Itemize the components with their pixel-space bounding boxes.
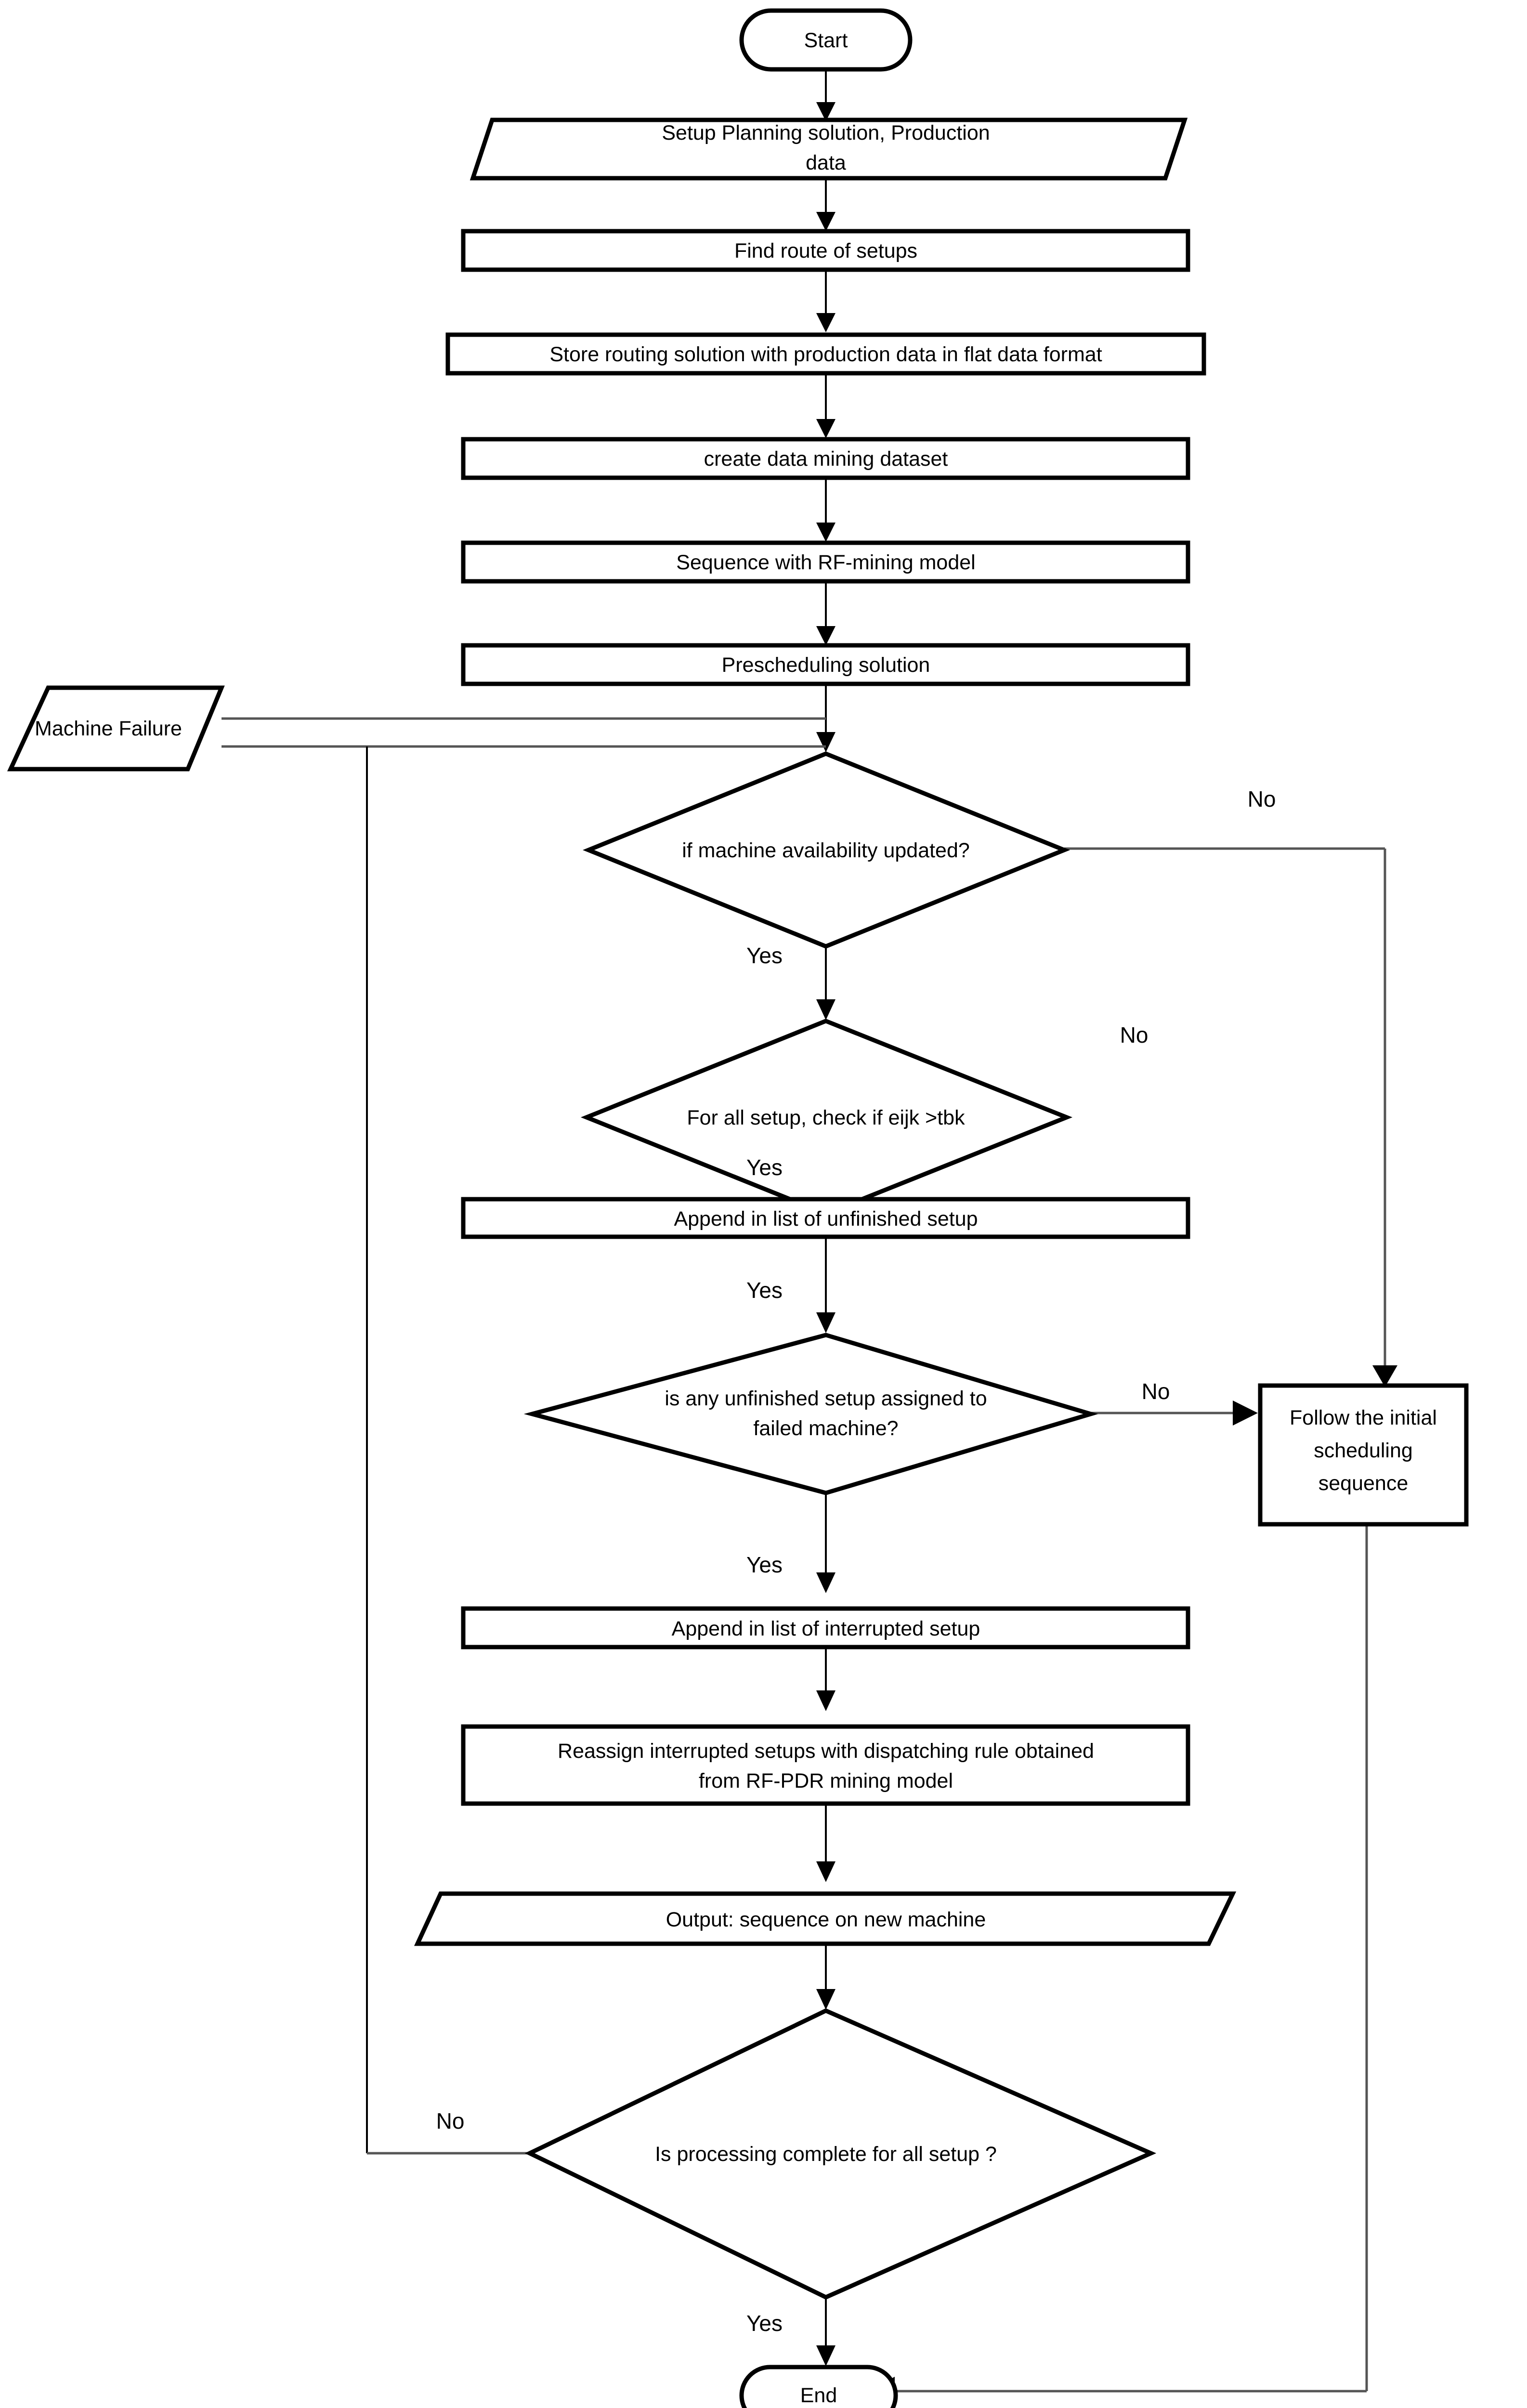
arrowhead-output-to-decision4	[816, 1989, 835, 2010]
node-append-interrupted[interactable]: Append in list of interrupted setup	[461, 1606, 1190, 1649]
follow-initial-label-line1: Follow the initial	[1290, 1406, 1437, 1429]
follow-initial-label-line3: sequence	[1318, 1472, 1409, 1495]
input-setup-data-label-line2: data	[806, 151, 846, 174]
node-create-dataset[interactable]: create data mining dataset	[461, 437, 1190, 480]
store-routing-label: Store routing solution with production d…	[549, 343, 1102, 366]
edge-label-failed-yes: Yes	[746, 1552, 783, 1577]
reassign-label-line1: Reassign interrupted setups with dispatc…	[558, 1740, 1094, 1763]
arrowhead-appendinterrupted-to-reassign	[816, 1690, 835, 1711]
sequence-rf-label: Sequence with RF-mining model	[676, 551, 975, 574]
node-decision-eijk[interactable]: For all setup, check if eijk >tbk	[580, 1019, 1073, 1216]
append-interrupted-shape	[461, 1606, 1190, 1649]
end-label: End	[800, 2384, 837, 2407]
node-sequence-rf[interactable]: Sequence with RF-mining model	[461, 540, 1190, 584]
node-follow-initial[interactable]: Follow the initial scheduling sequence	[1258, 1383, 1469, 1527]
end-terminator-shape	[739, 2365, 898, 2408]
edge-label-unfinished-yes: Yes	[746, 1278, 783, 1303]
arrowhead-start-to-input	[816, 102, 835, 121]
edge-label-eijk-yes: Yes	[746, 1155, 783, 1180]
arrowhead-createdataset-to-sequence	[816, 523, 835, 542]
node-machine-failure[interactable]: Machine Failure	[7, 685, 225, 772]
find-route-label: Find route of setups	[734, 239, 917, 262]
decision-complete-label: Is processing complete for all setup ?	[655, 2143, 997, 2166]
arrowhead-input-to-findroute	[816, 212, 835, 231]
arrowhead-reassign-to-output	[816, 1861, 835, 1882]
arrowhead-findroute-to-store	[816, 313, 835, 332]
arrowhead-sequence-to-prescheduling	[816, 626, 835, 645]
create-dataset-label: create data mining dataset	[704, 447, 948, 471]
append-unfinished-shape	[461, 1197, 1190, 1239]
arrowhead-decision4-yes-to-end	[816, 2345, 835, 2366]
node-decision-failed-machine[interactable]: is any unfinished setup assigned to fail…	[523, 1333, 1098, 1495]
node-input-setup-data[interactable]: Setup Planning solution, Production data	[470, 118, 1188, 181]
edge-label-complete-yes: Yes	[746, 2311, 783, 2336]
edge-label-availability-no: No	[1248, 786, 1276, 811]
input-setup-data-shape	[470, 118, 1188, 181]
decision-availability-shape	[583, 751, 1070, 949]
start-terminator-shape	[739, 8, 913, 72]
reassign-shape	[461, 1724, 1190, 1806]
edge-label-failed-no: No	[1142, 1379, 1170, 1404]
edge-label-eijk-no: No	[1120, 1022, 1149, 1047]
node-end[interactable]: End	[739, 2365, 898, 2408]
find-route-shape	[461, 229, 1190, 272]
decision-eijk-label: For all setup, check if eijk >tbk	[687, 1106, 965, 1129]
follow-initial-label-line2: scheduling	[1314, 1439, 1413, 1462]
input-setup-data-label-line1: Setup Planning solution, Production	[662, 121, 990, 144]
node-decision-complete[interactable]: Is processing complete for all setup ?	[524, 2008, 1157, 2300]
decision-failed-machine-label-line1: is any unfinished setup assigned to	[665, 1387, 987, 1410]
decision-availability-label: if machine availability updated?	[682, 839, 970, 862]
machine-failure-label: Machine Failure	[35, 717, 182, 740]
node-output-sequence[interactable]: Output: sequence on new machine	[414, 1891, 1237, 1946]
arrowhead-decision1-no-to-follow	[1372, 1365, 1397, 1387]
arrowhead-decision1-yes	[816, 999, 835, 1020]
node-prescheduling[interactable]: Prescheduling solution	[461, 643, 1190, 686]
arrowhead-appendunfinished-to-decision3	[816, 1312, 835, 1333]
reassign-label-line2: from RF-PDR mining model	[699, 1769, 953, 1793]
follow-initial-shape	[1258, 1383, 1469, 1527]
start-label: Start	[804, 29, 848, 52]
edge-label-complete-no: No	[436, 2108, 465, 2133]
output-sequence-label: Output: sequence on new machine	[666, 1908, 986, 1931]
output-sequence-shape	[414, 1891, 1237, 1946]
arrowhead-store-to-createdataset	[816, 419, 835, 438]
node-store-routing[interactable]: Store routing solution with production d…	[445, 332, 1206, 376]
prescheduling-label: Prescheduling solution	[722, 654, 930, 677]
arrowhead-prescheduling-to-decision1	[816, 732, 835, 752]
create-dataset-shape	[461, 437, 1190, 480]
node-decision-availability[interactable]: if machine availability updated?	[583, 751, 1070, 949]
prescheduling-shape	[461, 643, 1190, 686]
node-start[interactable]: Start	[739, 8, 913, 72]
append-unfinished-label: Append in list of unfinished setup	[674, 1207, 978, 1230]
decision-failed-machine-label-line2: failed machine?	[753, 1417, 898, 1440]
node-find-route[interactable]: Find route of setups	[461, 229, 1190, 272]
arrowhead-decision3-yes	[816, 1572, 835, 1593]
machine-failure-shape	[7, 685, 225, 772]
store-routing-shape	[445, 332, 1206, 376]
decision-complete-shape	[524, 2008, 1157, 2300]
node-append-unfinished[interactable]: Append in list of unfinished setup	[461, 1197, 1190, 1239]
sequence-rf-shape	[461, 540, 1190, 584]
node-reassign[interactable]: Reassign interrupted setups with dispatc…	[461, 1724, 1190, 1806]
append-interrupted-label: Append in list of interrupted setup	[672, 1617, 980, 1640]
edge-label-availability-yes: Yes	[746, 943, 783, 968]
decision-failed-machine-shape	[523, 1333, 1098, 1495]
arrowhead-decision3-no-to-follow	[1233, 1400, 1258, 1426]
